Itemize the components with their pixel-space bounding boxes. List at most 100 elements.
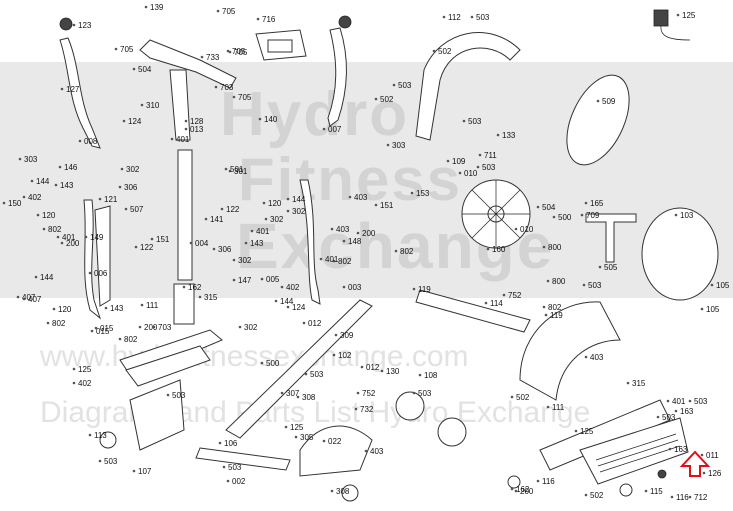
callout-709: 709: [580, 211, 600, 220]
callout-115: 115: [644, 487, 663, 496]
callout-number: 111: [146, 301, 159, 310]
callout-leader-dot: [510, 487, 514, 491]
callout-number: 123: [78, 21, 92, 30]
callout-120: 120: [36, 211, 56, 220]
callout-125: 125: [284, 423, 304, 432]
callout-number: 401: [62, 233, 76, 242]
callout-leader-dot: [250, 229, 254, 233]
callout-401: 401: [56, 233, 76, 242]
callout-leader-dot: [134, 245, 138, 249]
callout-leader-dot: [98, 197, 102, 201]
callout-number: 162: [188, 283, 202, 292]
callout-number: 122: [226, 205, 240, 214]
callout-119: 119: [544, 311, 563, 320]
callout-number: 306: [218, 245, 232, 254]
callout-leader-dot: [356, 391, 360, 395]
callout-125: 125: [574, 427, 594, 436]
callout-122: 122: [134, 243, 154, 252]
callout-leader-dot: [30, 179, 34, 183]
callout-leader-dot: [16, 295, 20, 299]
callout-leader-dot: [140, 303, 144, 307]
callout-402: 402: [280, 283, 300, 292]
crank-pulley: [437, 417, 467, 447]
callout-leader-dot: [52, 307, 56, 311]
callout-leader-dot: [446, 159, 450, 163]
callout-leader-dot: [114, 47, 118, 51]
callout-802: 802: [118, 335, 138, 344]
callout-number: 709: [586, 211, 600, 220]
callout-leader-dot: [46, 321, 50, 325]
callout-163: 163: [674, 407, 694, 416]
callout-leader-dot: [330, 227, 334, 231]
callout-number: 105: [706, 305, 720, 314]
callout-151: 151: [150, 235, 170, 244]
callout-leader-dot: [432, 49, 436, 53]
callout-149: 149: [84, 233, 104, 242]
callout-leader-dot: [458, 171, 462, 175]
callout-number: 011: [706, 451, 719, 460]
callout-leader-dot: [286, 305, 290, 309]
callout-505: 505: [598, 263, 618, 272]
callout-number: 301: [234, 167, 248, 176]
callout-leader-dot: [220, 207, 224, 211]
callout-leader-dot: [294, 435, 298, 439]
callout-leader-dot: [536, 479, 540, 483]
callout-leader-dot: [216, 9, 220, 13]
callout-802: 802: [394, 247, 414, 256]
callout-number: 010: [464, 169, 478, 178]
callout-number: 302: [238, 256, 252, 265]
callout-leader-dot: [184, 119, 188, 123]
callout-108: 108: [418, 371, 438, 380]
callout-712: 712: [688, 493, 708, 502]
callout-502: 502: [432, 47, 452, 56]
right-shroud: [519, 301, 621, 401]
callout-number: 120: [58, 305, 72, 314]
callout-leader-dot: [702, 471, 706, 475]
callout-leader-dot: [232, 95, 236, 99]
callout-leader-dot: [244, 241, 248, 245]
callout-leader-dot: [674, 213, 678, 217]
callout-number: 002: [232, 477, 246, 486]
callout-number: 006: [94, 269, 108, 278]
callout-103: 103: [674, 211, 694, 220]
callout-307: 307: [280, 389, 300, 398]
callout-number: 139: [150, 3, 164, 12]
callout-number: 115: [650, 487, 663, 496]
callout-number: 407: [28, 295, 42, 304]
callout-number: 402: [28, 193, 42, 202]
callout-number: 004: [195, 239, 209, 248]
callout-number: 128: [190, 117, 204, 126]
handlebar-cap: [59, 17, 73, 31]
callout-022: 022: [322, 437, 342, 446]
callout-800: 800: [542, 243, 562, 252]
callout-502: 502: [374, 95, 394, 104]
callout-number: 505: [604, 263, 618, 272]
callout-leader-dot: [394, 249, 398, 253]
callout-number: 403: [336, 225, 350, 234]
callout-leader-dot: [700, 307, 704, 311]
callout-503: 503: [582, 281, 602, 290]
callout-leader-dot: [228, 50, 232, 54]
callout-leader-dot: [260, 361, 264, 365]
callout-503: 503: [222, 463, 242, 472]
callout-number: 802: [338, 257, 352, 266]
callout-leader-dot: [668, 447, 672, 451]
callout-leader-dot: [374, 203, 378, 207]
callout-number: 503: [310, 370, 324, 379]
callout-number: 008: [84, 137, 98, 146]
callout-leader-dot: [546, 279, 550, 283]
callout-114: 114: [484, 299, 503, 308]
callout-leader-dot: [138, 325, 142, 329]
callout-139: 139: [144, 3, 164, 12]
callout-leader-dot: [536, 205, 540, 209]
callout-leader-dot: [330, 489, 334, 493]
callout-number: 500: [266, 359, 280, 368]
callout-407: 407: [16, 293, 36, 302]
callout-113: 113: [88, 431, 107, 440]
callout-802: 802: [542, 303, 562, 312]
callout-number: 162: [516, 485, 530, 494]
callout-number: 143: [250, 239, 264, 248]
callout-315: 315: [626, 379, 646, 388]
callout-leader-dot: [88, 433, 92, 437]
callout-leader-dot: [286, 197, 290, 201]
